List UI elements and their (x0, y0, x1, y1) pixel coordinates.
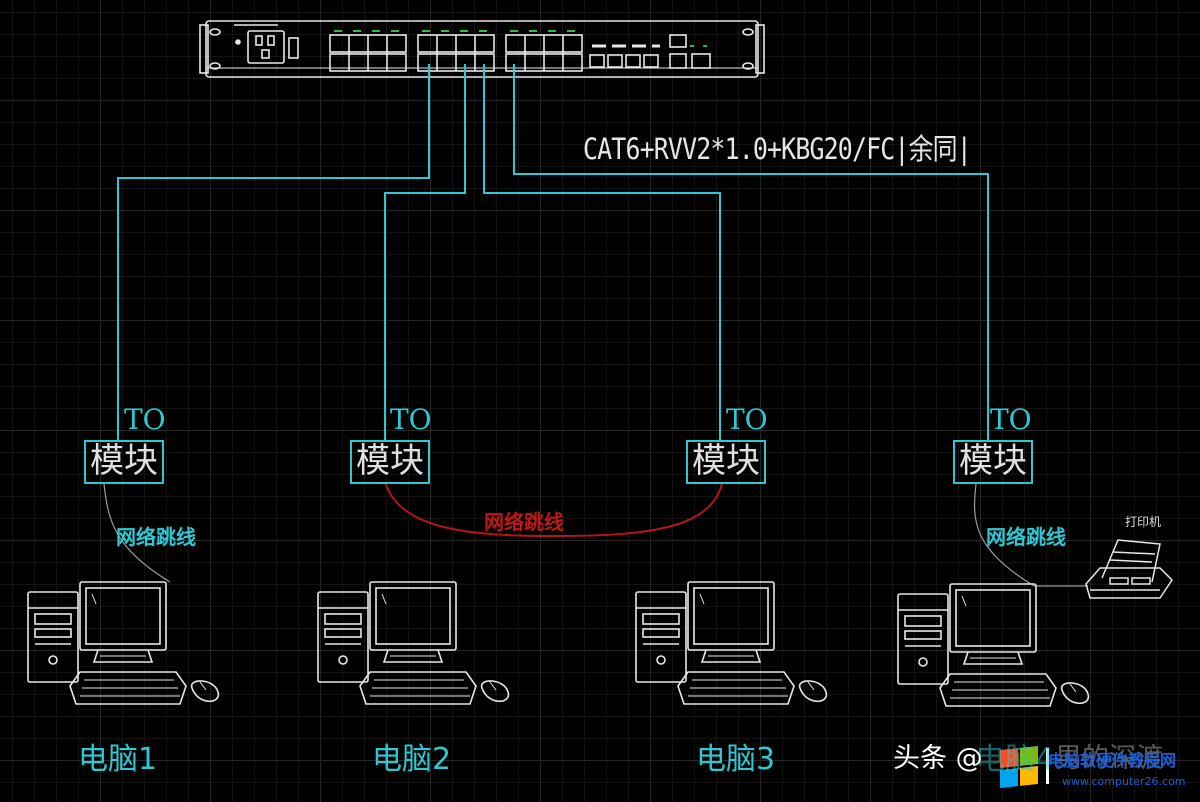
watermark-author: 男的深渡 (1055, 743, 1163, 774)
printer-icon (1085, 539, 1173, 599)
computer-2-label: 电脑2 (372, 742, 452, 777)
to-label-4: TO (990, 403, 1032, 436)
computer-1-label: 电脑1 (78, 742, 158, 777)
network-switch-icon (199, 20, 765, 78)
watermark-source: 头条 @ (893, 745, 983, 772)
computer-3-label: 电脑3 (696, 742, 776, 777)
crossover-patch-label: 网络跳线 (484, 510, 564, 534)
module-box-3: 模块 (686, 440, 766, 484)
windows-logo-icon (1000, 746, 1038, 788)
watermark-site-url: www.computer26.com (1062, 775, 1186, 788)
patch-cords (103, 483, 1088, 587)
printer-label: 打印机 (1125, 515, 1162, 529)
computer-4-label: 电脑4 (975, 742, 1055, 777)
computer-icon (27, 581, 220, 705)
to-label-3: TO (726, 403, 768, 436)
watermark-site-name: 电脑软硬件教程网 (1048, 751, 1177, 770)
watermark-at: @ (955, 743, 983, 774)
computer-1 (27, 581, 220, 705)
to-label-1: TO (124, 403, 166, 436)
watermark-source-text: 头条 (893, 743, 947, 774)
patch-label-1: 网络跳线 (116, 525, 196, 549)
computer-icon (317, 581, 510, 705)
horizontal-cable-runs (117, 64, 989, 440)
cable-spec-label: CAT6+RVV2*1.0+KBG20/FC|余同| (583, 132, 972, 166)
module-box-2: 模块 (350, 440, 430, 484)
module-box-4: 模块 (953, 440, 1033, 484)
patch-label-4: 网络跳线 (986, 525, 1066, 549)
computer-icon (897, 583, 1090, 707)
computer-3 (635, 581, 828, 705)
module-box-1: 模块 (84, 440, 164, 484)
computer-2 (317, 581, 510, 705)
to-label-2: TO (390, 403, 432, 436)
computer-4 (897, 583, 1090, 707)
computer-icon (635, 581, 828, 705)
crossover-patch-cord (384, 481, 723, 538)
